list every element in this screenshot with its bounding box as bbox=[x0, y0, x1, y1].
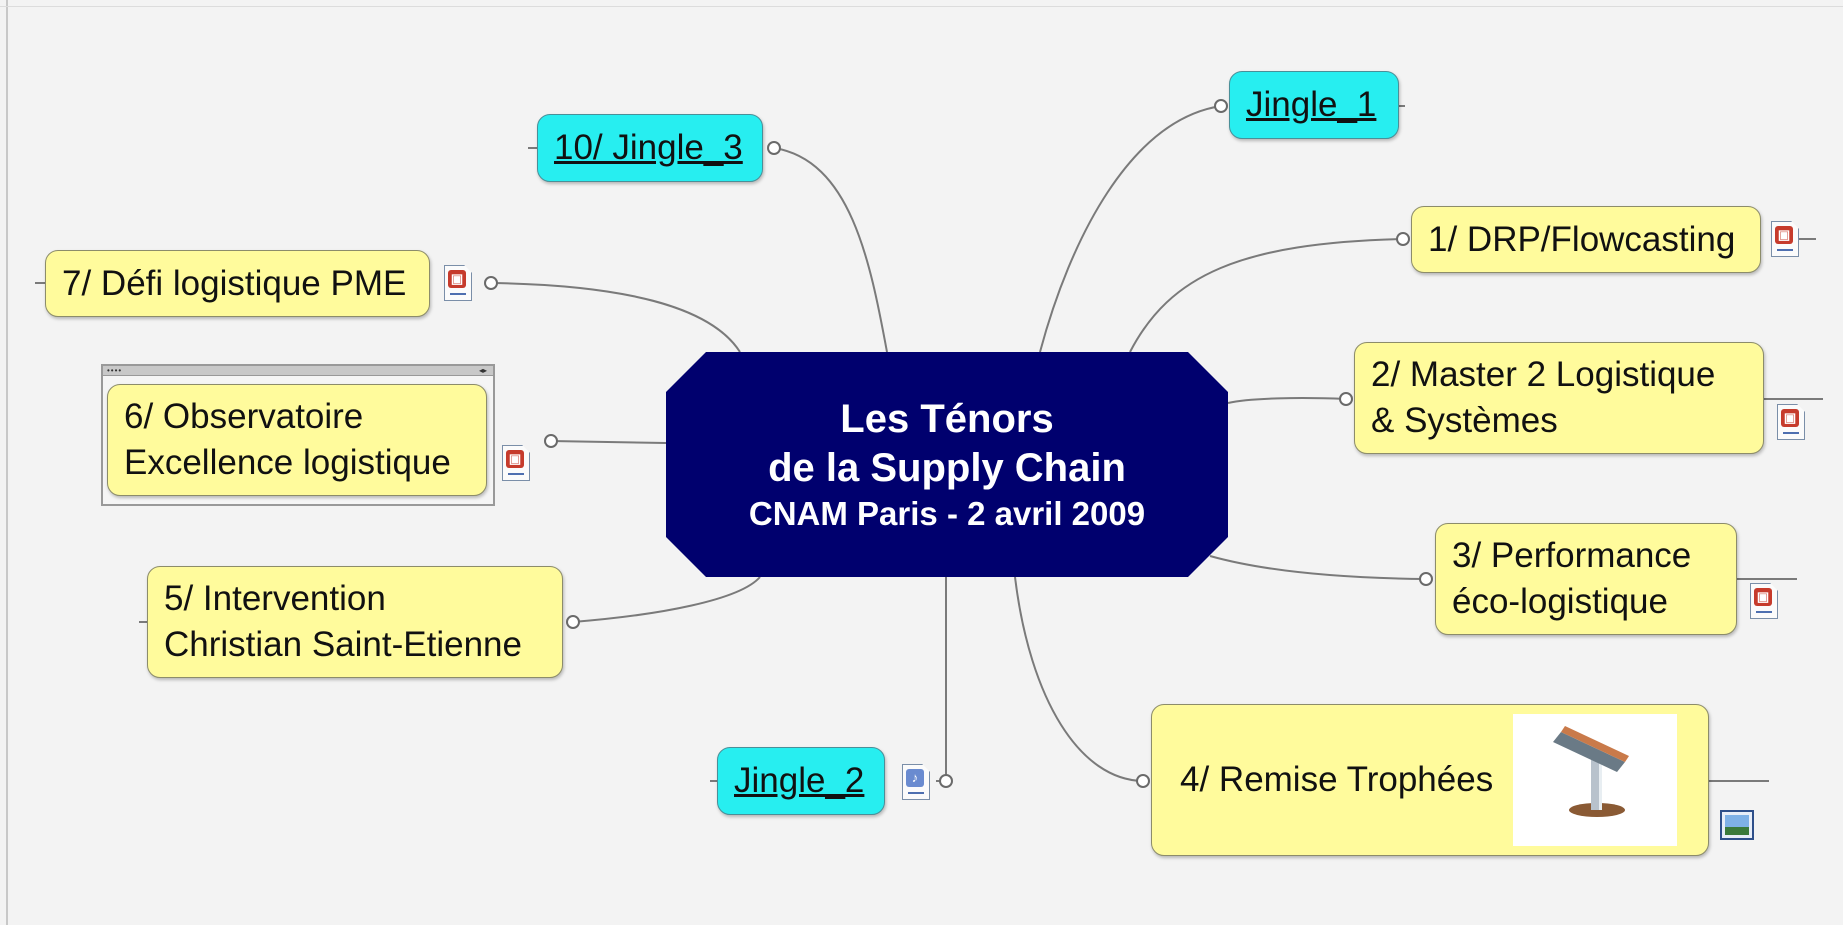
topic-jingle-2[interactable]: Jingle_2 bbox=[717, 747, 885, 815]
connector-knob-performance bbox=[1419, 572, 1433, 586]
topic-master-logistique[interactable]: 2/ Master 2 Logistique & Systèmes bbox=[1354, 342, 1764, 454]
connector-knob-jingle-1 bbox=[1214, 99, 1228, 113]
topic-performance-eco-logistique[interactable]: 3/ Performance éco-logistique bbox=[1435, 523, 1737, 635]
document-attachment-icon[interactable]: ▣ bbox=[1771, 221, 1799, 257]
document-attachment-icon[interactable]: ▣ bbox=[502, 445, 530, 481]
topic-observatoire-label: 6/ Observatoire Excellence logistique bbox=[124, 397, 451, 482]
canvas-left-border bbox=[6, 0, 8, 928]
central-topic-subtitle: de la Supply Chain bbox=[768, 445, 1126, 490]
canvas-top-border bbox=[0, 6, 1843, 7]
frame-resize-icon[interactable]: ◂▸ bbox=[478, 366, 487, 375]
central-topic-event: CNAM Paris - 2 avril 2009 bbox=[748, 494, 1146, 532]
connector-jingle-3 bbox=[773, 147, 888, 353]
connector-knob-intervention bbox=[566, 615, 580, 629]
connector-knob-defi bbox=[484, 276, 498, 290]
topic-defi-logistique[interactable]: 7/ Défi logistique PME bbox=[45, 250, 430, 317]
topic-jingle-3-label: 10/ Jingle_3 bbox=[554, 128, 743, 167]
topic-master-logistique-label: 2/ Master 2 Logistique & Systèmes bbox=[1371, 355, 1716, 440]
topic-jingle-1[interactable]: Jingle_1 bbox=[1229, 71, 1399, 139]
topic-remise-trophees-label: 4/ Remise Trophées bbox=[1180, 760, 1494, 799]
image-attachment-icon[interactable] bbox=[1720, 810, 1754, 840]
topic-defi-logistique-label: 7/ Défi logistique PME bbox=[62, 263, 407, 303]
connector-observatoire bbox=[550, 440, 667, 444]
topic-intervention-label: 5/ Intervention Christian Saint-Etienne bbox=[164, 579, 522, 664]
connector-knob-drp bbox=[1396, 232, 1410, 246]
connector-drp bbox=[1129, 238, 1404, 353]
connector-master bbox=[1227, 397, 1347, 404]
connector-knob-observatoire bbox=[544, 434, 558, 448]
document-attachment-icon[interactable]: ▣ bbox=[1777, 404, 1805, 440]
connector-performance bbox=[1209, 555, 1427, 580]
connector-knob-master bbox=[1339, 392, 1353, 406]
audio-attachment-icon[interactable]: ♪ bbox=[902, 764, 930, 800]
trophy-image bbox=[1513, 714, 1677, 846]
connector-knob-remise bbox=[1136, 774, 1150, 788]
document-attachment-icon[interactable]: ▣ bbox=[444, 265, 472, 301]
connector-jingle-1 bbox=[1039, 105, 1222, 353]
topic-jingle-3[interactable]: 10/ Jingle_3 bbox=[537, 114, 763, 182]
frame-title-bar: •••• ◂▸ bbox=[103, 366, 493, 376]
connector-knob-jingle-2 bbox=[939, 774, 953, 788]
frame-grip-icon[interactable]: •••• bbox=[107, 366, 123, 375]
connector-intervention bbox=[572, 576, 761, 623]
connector-remise bbox=[1014, 576, 1144, 782]
connector-defi bbox=[490, 282, 741, 353]
topic-jingle-2-label: Jingle_2 bbox=[734, 761, 865, 800]
connector-knob-jingle-3 bbox=[767, 141, 781, 155]
topic-drp-flowcasting[interactable]: 1/ DRP/Flowcasting bbox=[1411, 206, 1761, 273]
central-topic-title: Les Ténors bbox=[840, 396, 1054, 441]
central-topic[interactable]: Les Ténors de la Supply Chain CNAM Paris… bbox=[666, 352, 1228, 577]
canvas-bottom-edge bbox=[0, 925, 1843, 928]
topic-observatoire[interactable]: 6/ Observatoire Excellence logistique bbox=[107, 384, 487, 496]
topic-drp-flowcasting-label: 1/ DRP/Flowcasting bbox=[1428, 219, 1736, 259]
document-attachment-icon[interactable]: ▣ bbox=[1750, 583, 1778, 619]
topic-performance-eco-logistique-label: 3/ Performance éco-logistique bbox=[1452, 536, 1692, 621]
topic-intervention[interactable]: 5/ Intervention Christian Saint-Etienne bbox=[147, 566, 563, 678]
topic-jingle-1-label: Jingle_1 bbox=[1246, 85, 1377, 124]
